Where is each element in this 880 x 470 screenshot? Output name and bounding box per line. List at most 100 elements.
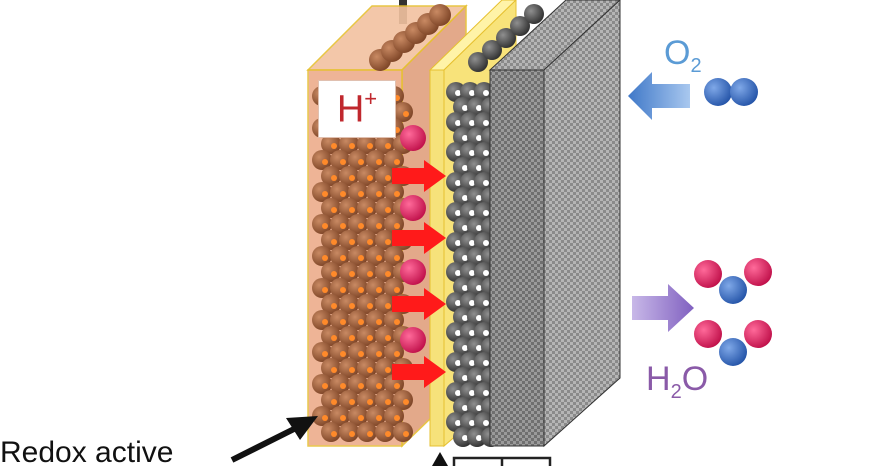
redox-particle-highlight	[358, 255, 364, 261]
catalyst-particle-highlight	[469, 390, 475, 396]
redox-particle-highlight	[367, 335, 373, 341]
catalyst-particle-highlight	[476, 435, 482, 441]
redox-particle	[330, 342, 350, 362]
redox-particle-highlight	[385, 367, 391, 373]
redox-particle	[330, 406, 350, 426]
redox-particle	[312, 374, 332, 394]
redox-particle-highlight	[349, 399, 355, 405]
catalyst-particle-highlight	[462, 195, 468, 201]
redox-particle-highlight	[340, 223, 346, 229]
redox-particle	[366, 374, 386, 394]
redox-particle-highlight	[385, 431, 391, 437]
oxygen-inflow	[628, 72, 758, 120]
redox-particle-highlight	[385, 335, 391, 341]
redox-particle-highlight	[385, 175, 391, 181]
redox-particle	[321, 262, 341, 282]
redox-particle-highlight	[367, 399, 373, 405]
redox-particle	[366, 150, 386, 170]
catalyst-particle-highlight	[455, 390, 461, 396]
redox-particle-highlight	[322, 351, 328, 357]
catalyst-particle-highlight	[455, 270, 461, 276]
redox-particle-highlight	[349, 175, 355, 181]
redox-particle	[375, 422, 395, 442]
redox-particle	[393, 422, 413, 442]
catalyst-particle	[524, 4, 544, 24]
catalyst-particle-highlight	[455, 420, 461, 426]
catalyst-particle-highlight	[476, 405, 482, 411]
redox-particle	[357, 326, 377, 346]
arrow-right-icon	[632, 284, 694, 332]
catalyst-particle-highlight	[462, 405, 468, 411]
catalyst-particle-highlight	[455, 120, 461, 126]
redox-particle-highlight	[367, 303, 373, 309]
catalyst-particle-highlight	[483, 300, 489, 306]
redox-particle-highlight	[340, 415, 346, 421]
proton-dot	[400, 259, 426, 285]
catalyst-particle-highlight	[462, 375, 468, 381]
redox-particle	[321, 358, 341, 378]
redox-particle-highlight	[340, 191, 346, 197]
redox-particle-highlight	[376, 415, 382, 421]
redox-particle-highlight	[385, 143, 391, 149]
catalyst-particle-highlight	[476, 315, 482, 321]
catalyst-particle-highlight	[483, 360, 489, 366]
redox-particle-highlight	[322, 191, 328, 197]
redox-particle	[375, 166, 395, 186]
catalyst-particle-highlight	[469, 210, 475, 216]
redox-particle	[330, 246, 350, 266]
redox-particle-highlight	[331, 239, 337, 245]
catalyst-particle-highlight	[476, 135, 482, 141]
redox-particle-highlight	[403, 431, 409, 437]
catalyst-particle-highlight	[462, 225, 468, 231]
catalyst-particle-highlight	[476, 105, 482, 111]
redox-particle	[321, 198, 341, 218]
catalyst-particle-highlight	[469, 270, 475, 276]
redox-particle-highlight	[394, 191, 400, 197]
redox-particle	[339, 294, 359, 314]
proton-dot	[400, 195, 426, 221]
catalyst-particle-highlight	[462, 135, 468, 141]
redox-particle-highlight	[349, 303, 355, 309]
redox-particle	[366, 310, 386, 330]
catalyst-particles	[446, 4, 544, 447]
redox-particle-highlight	[358, 383, 364, 389]
redox-particle-highlight	[394, 287, 400, 293]
redox-particle-highlight	[349, 239, 355, 245]
redox-particle	[348, 406, 368, 426]
catalyst-particle-highlight	[476, 195, 482, 201]
redox-particle-highlight	[385, 399, 391, 405]
redox-particle	[330, 278, 350, 298]
redox-particle	[357, 390, 377, 410]
redox-particle	[330, 310, 350, 330]
redox-particle-highlight	[331, 271, 337, 277]
redox-particle	[330, 150, 350, 170]
redox-particle	[339, 422, 359, 442]
proton-flow-arrows	[392, 160, 446, 388]
redox-particle	[330, 214, 350, 234]
catalyst-particle-highlight	[469, 420, 475, 426]
catalyst-particle-highlight	[483, 150, 489, 156]
redox-particle-highlight	[394, 159, 400, 165]
catalyst-particle-highlight	[469, 150, 475, 156]
redox-particle	[357, 230, 377, 250]
redox-particle-highlight	[358, 319, 364, 325]
redox-particle-highlight	[322, 319, 328, 325]
redox-particle-highlight	[376, 255, 382, 261]
hydrogen-atom	[744, 320, 772, 348]
arrow-right-icon	[392, 160, 446, 192]
redox-particle-highlight	[394, 383, 400, 389]
catalyst-particle-highlight	[455, 180, 461, 186]
redox-particle	[384, 310, 404, 330]
arrow-left-icon	[628, 72, 690, 120]
redox-particle-highlight	[322, 223, 328, 229]
redox-particle-highlight	[376, 319, 382, 325]
redox-particle	[312, 150, 332, 170]
redox-particle	[393, 102, 413, 122]
hydrogen-atom	[694, 320, 722, 348]
oxygen-atom	[730, 78, 758, 106]
catalyst-particle-highlight	[483, 330, 489, 336]
redox-particle-highlight	[367, 367, 373, 373]
redox-particle-highlight	[358, 191, 364, 197]
arrow-right-icon	[392, 356, 446, 388]
catalyst-particle-highlight	[476, 375, 482, 381]
